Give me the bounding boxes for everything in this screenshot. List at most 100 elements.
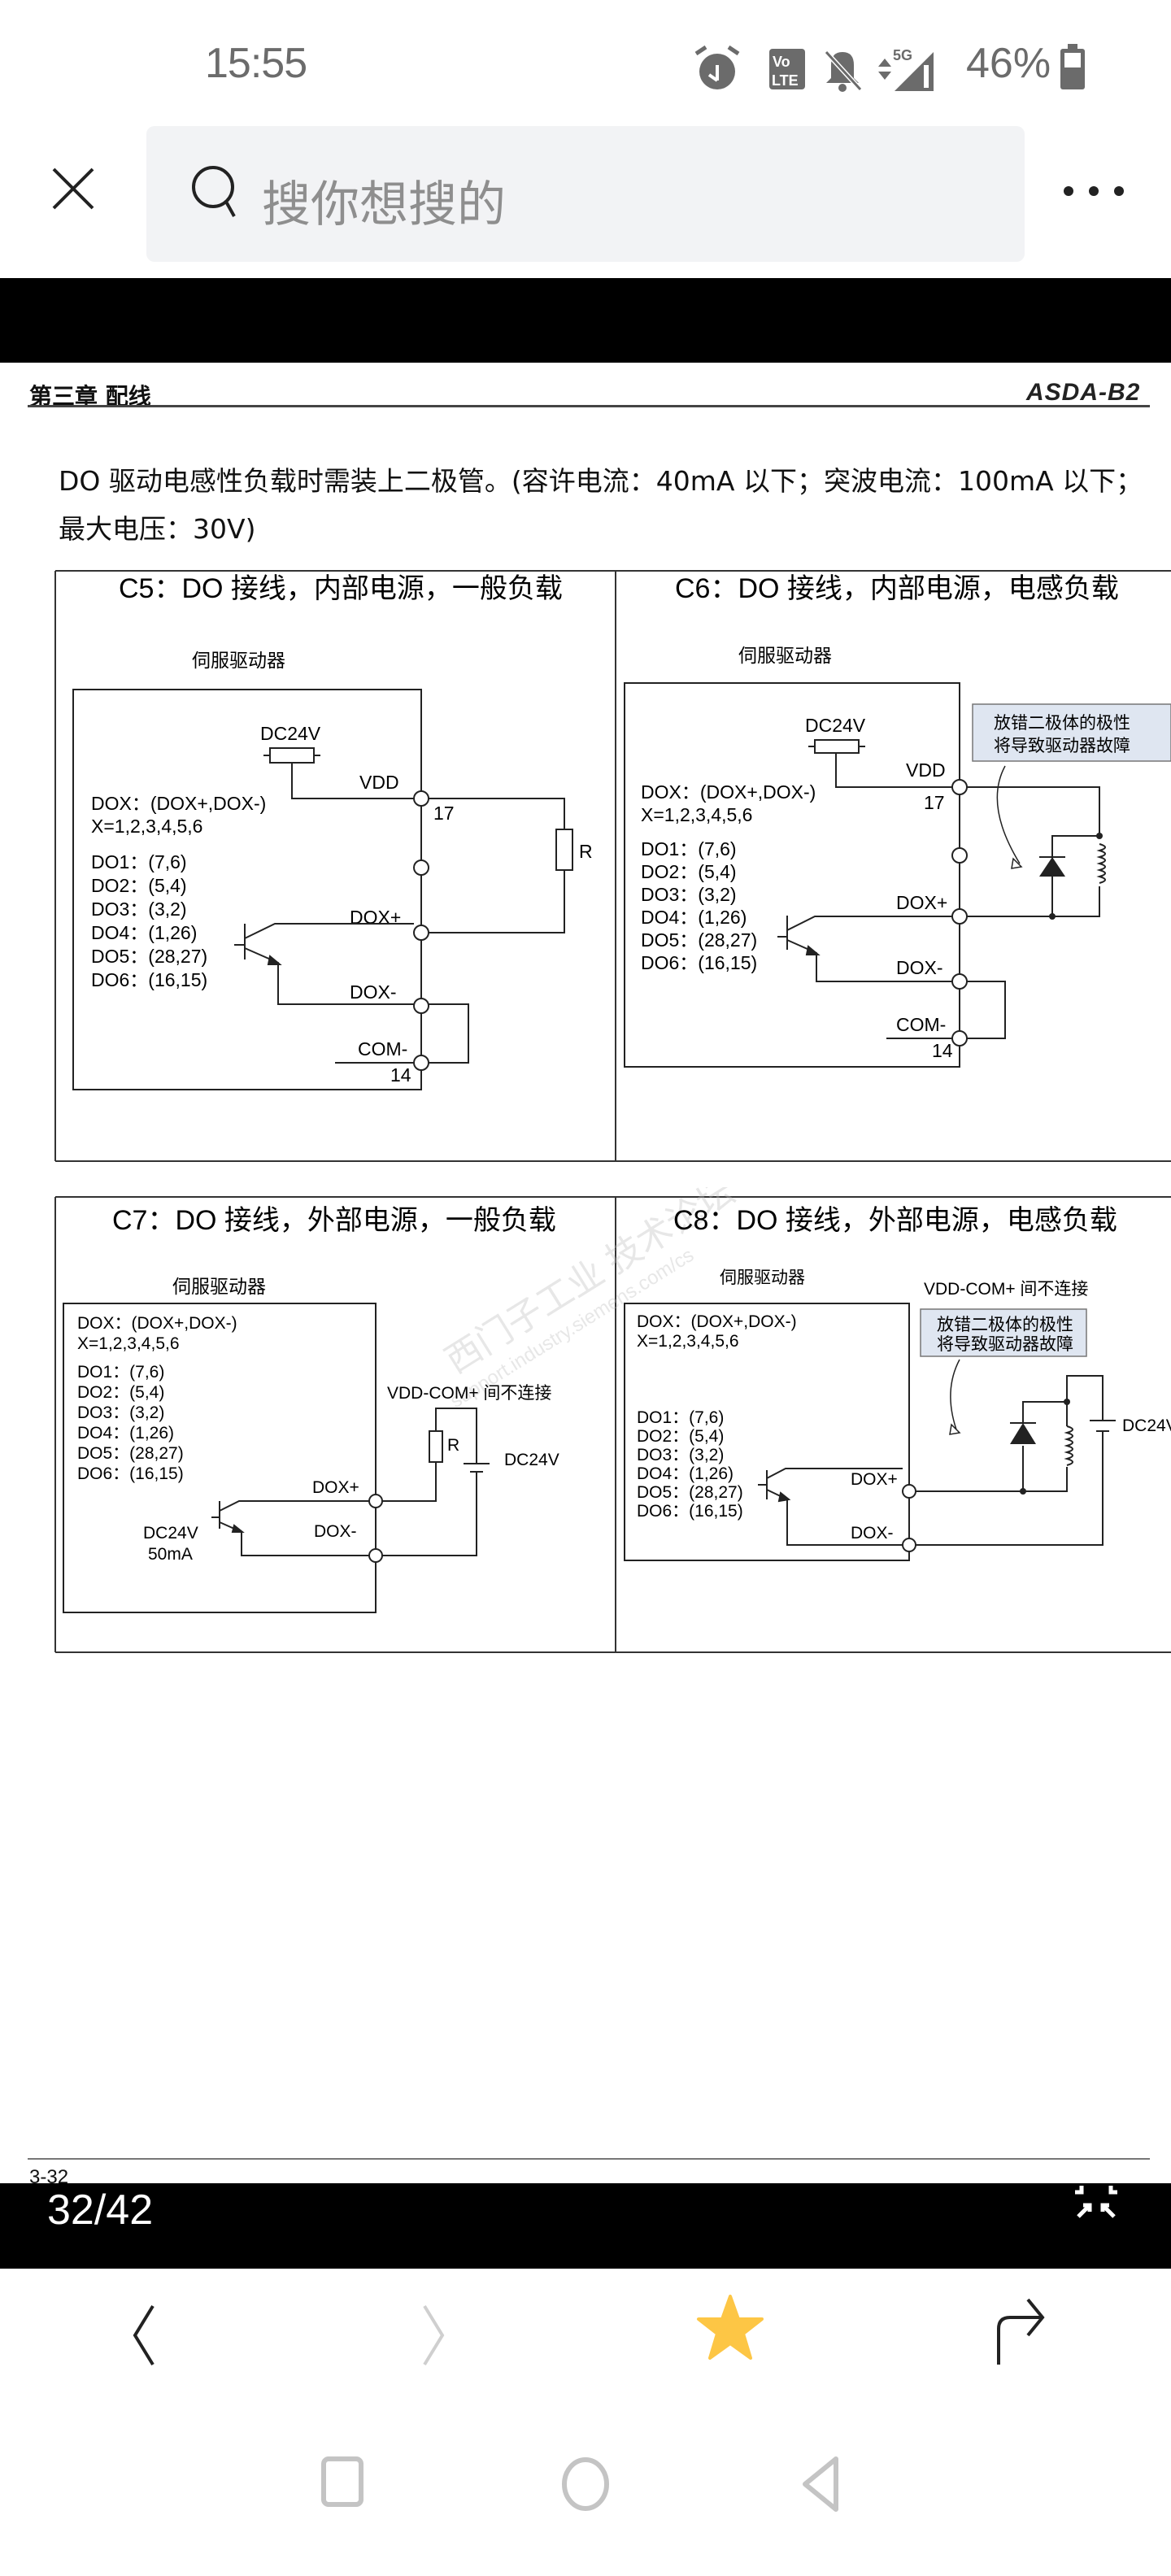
no-connect-note: VDD-COM+ 间不连接 bbox=[924, 1280, 1088, 1299]
battery-icon bbox=[1060, 44, 1085, 89]
table-frame bbox=[54, 1196, 1171, 1653]
battery-symbol bbox=[1090, 1420, 1116, 1432]
pin14-label: 14 bbox=[932, 1040, 953, 1061]
chevron-left-icon bbox=[133, 2304, 155, 2366]
dox-plus-label: DOX+ bbox=[312, 1478, 359, 1497]
svg-text:DO5：(28,27): DO5：(28,27) bbox=[91, 946, 207, 967]
favorite-button[interactable] bbox=[695, 2295, 765, 2360]
dox-plus-label: DOX+ bbox=[851, 1470, 898, 1489]
status-time: 15:55 bbox=[205, 40, 307, 87]
table-frame bbox=[54, 570, 1171, 1162]
volte-icon: Vo LTE bbox=[769, 49, 805, 89]
footer-divider bbox=[28, 2158, 1150, 2160]
svg-text:DO4：(1,26): DO4：(1,26) bbox=[637, 1464, 734, 1483]
svg-text:DO3：(3,2): DO3：(3,2) bbox=[641, 884, 737, 905]
external-dc24v-label: DC24V bbox=[504, 1451, 559, 1469]
resistor-symbol bbox=[429, 1430, 443, 1463]
dox-definition: DOX：(DOX+,DOX-) bbox=[91, 793, 266, 814]
x-definition: X=1,2,3,4,5,6 bbox=[91, 816, 202, 837]
svg-text:DO3：(3,2): DO3：(3,2) bbox=[91, 899, 187, 920]
svg-text:DO2：(5,4): DO2：(5,4) bbox=[637, 1427, 724, 1446]
resistor-symbol bbox=[555, 829, 573, 871]
diagram-title: C7：DO 接线，外部电源，一般负载 bbox=[112, 1205, 556, 1236]
search-input[interactable] bbox=[146, 126, 1025, 262]
system-back-button[interactable] bbox=[797, 2456, 846, 2513]
warning-text: 将导致驱动器故障 bbox=[994, 737, 1130, 755]
exit-fullscreen-button[interactable] bbox=[1073, 2184, 1122, 2228]
diode-symbol bbox=[1010, 1423, 1036, 1444]
transistor-symbol bbox=[211, 1500, 369, 1556]
coil-symbol bbox=[1096, 843, 1106, 884]
pin17-label: 17 bbox=[924, 792, 945, 813]
do-pin-list: DO1：(7,6) DO2：(5,4) DO3：(3,2) DO4：(1,26)… bbox=[637, 1408, 743, 1521]
resistor-label: R bbox=[579, 841, 593, 862]
servo-drive-label: 伺服驱动器 bbox=[192, 650, 285, 671]
x-definition: X=1,2,3,4,5,6 bbox=[641, 804, 752, 825]
dox-minus-label: DOX- bbox=[851, 1524, 894, 1543]
viewer-bottom-bar bbox=[0, 2183, 1171, 2269]
close-button[interactable] bbox=[47, 163, 99, 215]
status-icons: Vo LTE 5G bbox=[694, 45, 934, 92]
svg-text:DO3：(3,2): DO3：(3,2) bbox=[77, 1403, 164, 1422]
dox-plus-label: DOX+ bbox=[350, 907, 401, 928]
doc-paragraph-line2: 最大电压：30V) bbox=[59, 513, 256, 545]
internal-source-symbol bbox=[269, 747, 315, 764]
star-icon bbox=[697, 2295, 764, 2360]
more-options-button[interactable] bbox=[1057, 175, 1130, 207]
diagram-table-external-power: 西门子工业 技术论坛 support.industry.siemens.com/… bbox=[54, 1187, 1171, 1653]
dox-plus-label: DOX+ bbox=[896, 892, 947, 913]
dox-minus-label: DOX- bbox=[350, 981, 397, 1003]
share-button[interactable] bbox=[992, 2296, 1049, 2366]
dc24v-label: DC24V bbox=[805, 715, 866, 736]
servo-drive-label: 伺服驱动器 bbox=[720, 1268, 805, 1287]
svg-text:LTE: LTE bbox=[772, 72, 799, 89]
svg-text:DO2：(5,4): DO2：(5,4) bbox=[641, 861, 737, 882]
warning-text: 将导致驱动器故障 bbox=[937, 1335, 1073, 1354]
svg-text:DO3：(3,2): DO3：(3,2) bbox=[637, 1446, 724, 1464]
diagram-title: C5：DO 接线，内部电源，一般负载 bbox=[119, 573, 563, 604]
back-icon bbox=[803, 2456, 838, 2512]
svg-text:DO1：(7,6): DO1：(7,6) bbox=[91, 851, 187, 872]
doc-brand-logo: ASDA-B2 bbox=[1026, 379, 1141, 406]
resistor-label: R bbox=[447, 1436, 459, 1455]
svg-text:5G: 5G bbox=[893, 47, 912, 63]
no-connect-note: VDD-COM+ 间不连接 bbox=[387, 1384, 551, 1403]
collapse-icon bbox=[1075, 2186, 1117, 2218]
bell-muted-icon bbox=[824, 50, 863, 92]
recents-button[interactable] bbox=[320, 2456, 366, 2513]
svg-text:DO6：(16,15): DO6：(16,15) bbox=[641, 952, 757, 973]
diagram-title: C8：DO 接线，外部电源，电感负载 bbox=[673, 1205, 1117, 1236]
svg-text:DO2：(5,4): DO2：(5,4) bbox=[77, 1383, 164, 1402]
svg-text:DO1：(7,6): DO1：(7,6) bbox=[77, 1363, 164, 1382]
warning-arrow bbox=[950, 1359, 960, 1430]
recents-icon bbox=[321, 2456, 363, 2507]
diagram-table-internal-power: C5：DO 接线，内部电源，一般负载 伺服驱动器 DC24V VDD 17 DO… bbox=[54, 570, 1171, 1162]
diagram-c7: C7：DO 接线，外部电源，一般负载 伺服驱动器 DOX：(DOX+,DOX-)… bbox=[63, 1205, 559, 1613]
vdd-label: VDD bbox=[359, 772, 399, 793]
warning-text: 放错二极体的极性 bbox=[937, 1316, 1073, 1334]
svg-text:DO4：(1,26): DO4：(1,26) bbox=[91, 922, 197, 943]
warning-box bbox=[920, 1308, 1087, 1357]
home-button[interactable] bbox=[559, 2456, 612, 2513]
dox-minus-label: DOX- bbox=[896, 957, 943, 978]
dox-minus-label: DOX- bbox=[314, 1522, 357, 1541]
x-definition: X=1,2,3,4,5,6 bbox=[637, 1332, 739, 1351]
warning-arrow bbox=[996, 765, 1021, 864]
current-label: 50mA bbox=[148, 1545, 193, 1564]
svg-text:DO5：(28,27): DO5：(28,27) bbox=[641, 929, 757, 951]
battery-symbol bbox=[464, 1463, 490, 1473]
pin14-label: 14 bbox=[390, 1064, 411, 1086]
share-arrow-icon bbox=[997, 2298, 1045, 2365]
transistor-symbol bbox=[777, 916, 952, 982]
more-dots-icon bbox=[1064, 186, 1124, 196]
transistor-symbol bbox=[234, 923, 414, 1005]
svg-text:DO4：(1,26): DO4：(1,26) bbox=[77, 1424, 174, 1442]
header-divider bbox=[28, 405, 1150, 407]
pin17-label: 17 bbox=[433, 803, 455, 824]
dox-definition: DOX：(DOX+,DOX-) bbox=[637, 1312, 797, 1331]
svg-text:DO4：(1,26): DO4：(1,26) bbox=[641, 907, 747, 928]
previous-page-button[interactable] bbox=[122, 2301, 163, 2366]
signal-5g-icon: 5G bbox=[893, 47, 934, 91]
svg-text:DO2：(5,4): DO2：(5,4) bbox=[91, 875, 187, 896]
next-page-button[interactable] bbox=[415, 2301, 455, 2366]
